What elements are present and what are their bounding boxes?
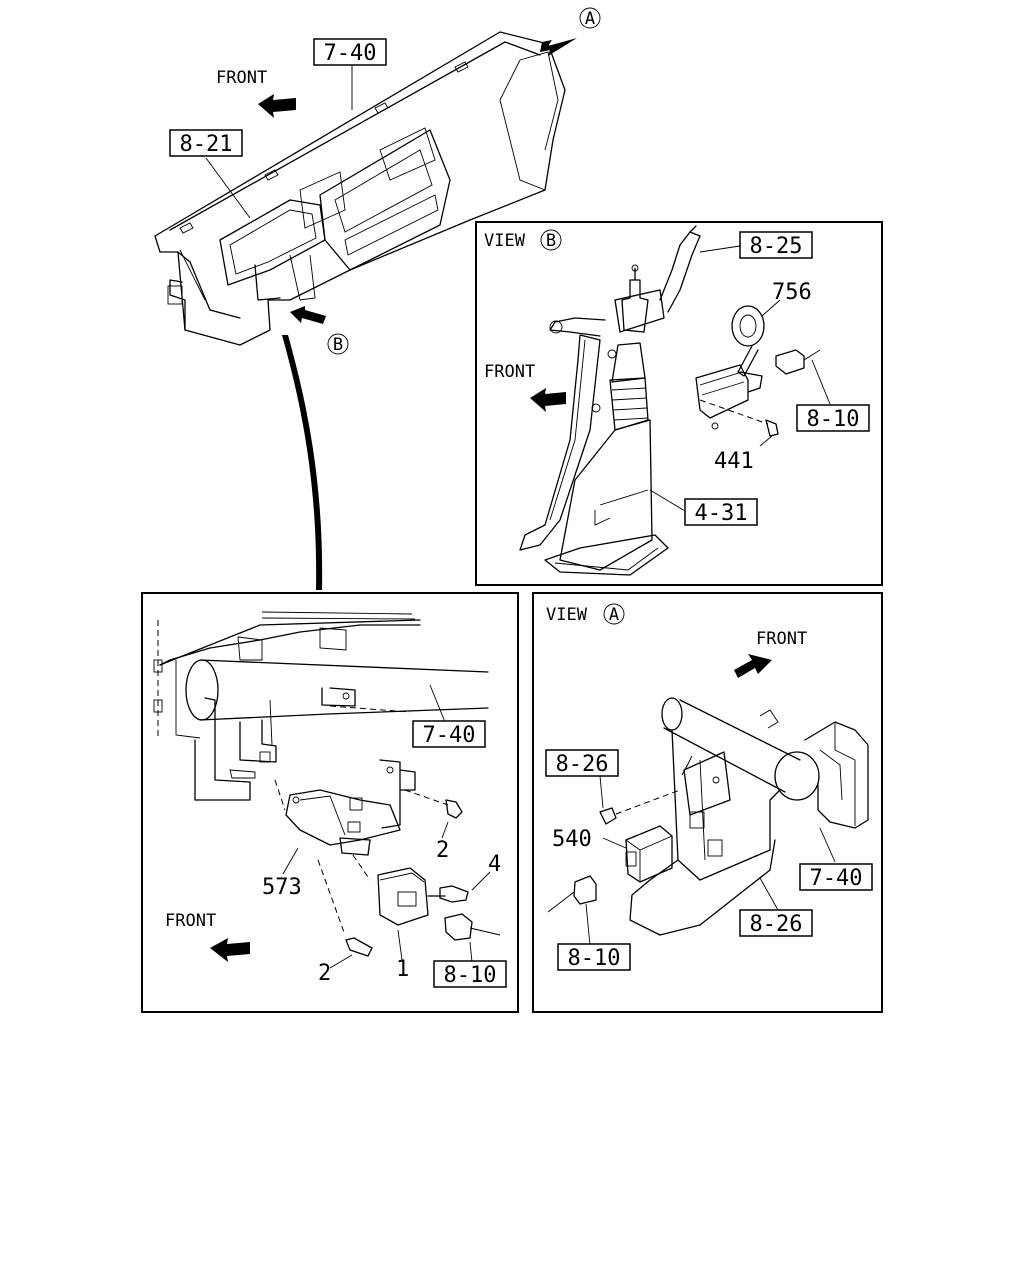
detail-connector	[282, 335, 323, 590]
part-756: 756	[772, 280, 812, 305]
ref-4-31: 4-31	[695, 501, 748, 526]
screw-2-upper	[404, 789, 463, 819]
ref-8-21: 8-21	[180, 132, 233, 157]
steering-column	[519, 225, 701, 576]
part-2-upper: 2	[436, 838, 449, 863]
view-a-marker-top-letter: A	[585, 9, 595, 29]
dashboard-assembly	[154, 31, 566, 346]
ref-7-40-top: 7-40	[324, 41, 377, 66]
screw-2-lower	[345, 937, 373, 957]
nut-8-26	[599, 789, 681, 825]
front-arrow-view-b	[530, 388, 566, 412]
ref-8-26-nut: 8-26	[556, 752, 609, 777]
front-arrow-view-a	[734, 654, 772, 678]
part-2-lower: 2	[318, 961, 331, 986]
connector-8-10-left	[444, 913, 501, 941]
ref-7-40-left: 7-40	[423, 723, 476, 748]
front-label-view-a: FRONT	[756, 629, 807, 649]
view-b-title: VIEW	[484, 231, 526, 251]
front-label-top: FRONT	[216, 68, 267, 88]
front-arrow-top	[258, 94, 296, 118]
control-unit	[695, 364, 763, 430]
front-arrow-left	[210, 938, 250, 962]
ref-8-10-view-a: 8-10	[568, 946, 621, 971]
part-4: 4	[488, 852, 501, 877]
ref-8-10-left: 8-10	[444, 963, 497, 988]
part-573: 573	[262, 875, 302, 900]
cowl-bracket-assembly	[153, 611, 489, 801]
ref-8-10-view-b: 8-10	[807, 407, 860, 432]
view-a-panel	[532, 592, 883, 1013]
bracket-573	[274, 705, 416, 936]
view-b-marker-top	[327, 333, 349, 355]
screw-441	[699, 399, 779, 437]
view-b-title-letter: B	[546, 231, 556, 251]
antenna-ring-756	[731, 305, 765, 377]
relay-1	[352, 854, 469, 926]
part-1: 1	[396, 957, 409, 982]
connector-8-10-b	[775, 349, 821, 375]
view-a-marker-top	[579, 7, 601, 29]
view-a-arrow	[540, 38, 577, 56]
view-b-marker-top-letter: B	[333, 335, 343, 355]
view-a-title-letter: A	[609, 605, 619, 625]
view-b-panel	[475, 221, 883, 586]
module-540	[625, 825, 673, 883]
ref-8-26-bracket: 8-26	[750, 912, 803, 937]
view-a-title-marker	[603, 603, 625, 625]
ref-7-40-view-a: 7-40	[810, 866, 863, 891]
view-a-crossmember	[629, 697, 869, 936]
front-label-view-b: FRONT	[484, 362, 535, 382]
part-540: 540	[552, 827, 592, 852]
part-441: 441	[714, 449, 754, 474]
connector-8-10-view-a	[547, 875, 597, 913]
view-b-arrow	[290, 306, 326, 324]
view-a-title: VIEW	[546, 605, 588, 625]
front-label-left: FRONT	[165, 911, 216, 931]
detail-panel-left	[141, 592, 519, 1013]
ref-8-25: 8-25	[750, 234, 803, 259]
view-b-title-marker	[540, 229, 562, 251]
